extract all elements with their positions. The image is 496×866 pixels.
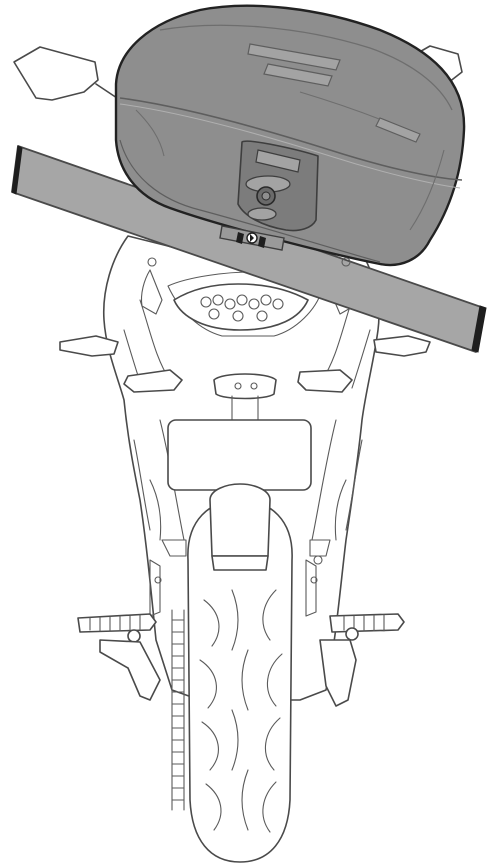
- right-footpeg: [319, 613, 405, 707]
- license-plate-bracket: [213, 373, 277, 421]
- tail-light: [173, 283, 309, 331]
- rear-hugger: [209, 483, 271, 557]
- mounting-latch: [219, 225, 285, 251]
- top-case: [114, 4, 466, 267]
- license-plate: [167, 419, 312, 491]
- left-footpeg: [77, 613, 161, 701]
- hugger-bracket: [211, 555, 269, 571]
- left-turn-signal: [59, 335, 183, 393]
- body-fasteners: [147, 257, 351, 584]
- left-mirror: [13, 46, 127, 109]
- right-turn-signal: [297, 335, 431, 393]
- rack-bar: [11, 145, 487, 353]
- drive-chain: [171, 609, 185, 811]
